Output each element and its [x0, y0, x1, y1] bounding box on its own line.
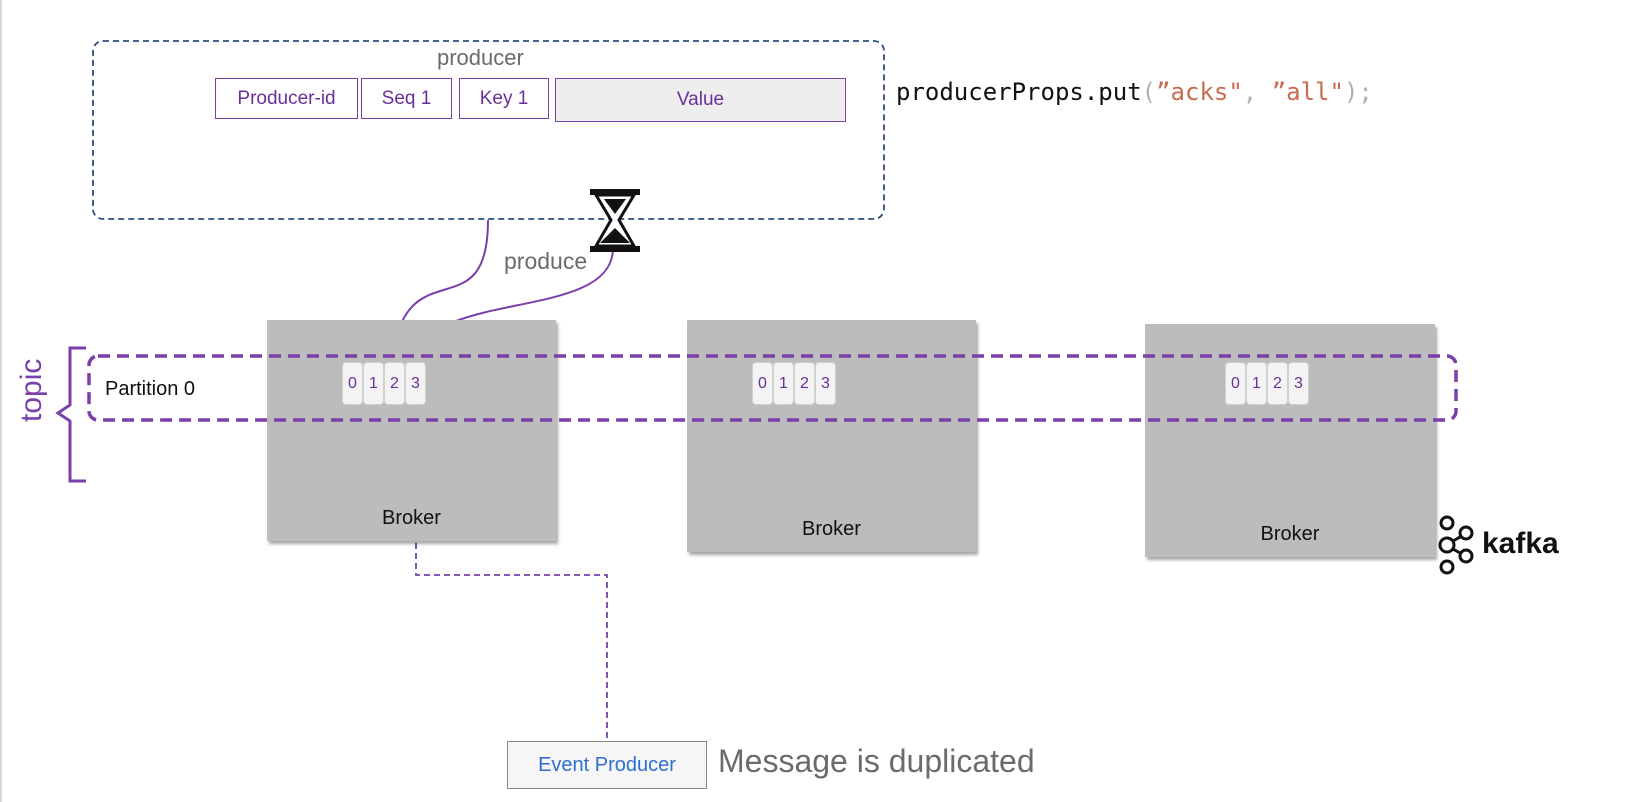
duplicate-status-text: Message is duplicated [718, 743, 1035, 779]
broker-label: Broker [802, 518, 861, 540]
key-field: Key 1 [459, 78, 549, 119]
partition-label: Partition 0 [105, 378, 196, 400]
offset-cell: 1 [774, 363, 793, 404]
seq-field: Seq 1 [361, 78, 452, 119]
event-producer-arrow [409, 408, 608, 738]
topic-bracket [55, 346, 86, 483]
topic-label: topic [15, 358, 48, 422]
offset-cell: 0 [753, 363, 772, 404]
producer-container [92, 40, 885, 220]
offset-cell: 1 [1247, 363, 1266, 404]
partition-log-broker-1: 0 1 2 3 [343, 363, 427, 404]
code-object: producerProps [896, 78, 1084, 106]
code-method: .put [1083, 78, 1142, 106]
offset-cell: 2 [795, 363, 814, 404]
kafka-logo-icon [1438, 515, 1474, 575]
hourglass-icon [590, 189, 640, 252]
partition-log-broker-2: 0 1 2 3 [753, 363, 837, 404]
producer-id-field: Producer-id [215, 78, 358, 119]
partition-band [87, 354, 1458, 422]
code-arg-acks: ”acks" [1156, 78, 1243, 106]
broker-label: Broker [382, 507, 441, 529]
offset-cell: 2 [385, 363, 404, 404]
offset-cell: 3 [816, 363, 835, 404]
code-comma: , [1242, 78, 1272, 106]
produce-label: produce [504, 248, 588, 274]
partition-log-broker-3: 0 1 2 3 [1226, 363, 1310, 404]
kafka-logo-text: kafka [1482, 527, 1559, 560]
producer-title: producer [437, 45, 524, 70]
left-edge-rule [0, 0, 2, 802]
value-field: Value [555, 78, 846, 122]
code-close: ); [1343, 78, 1373, 106]
offset-cell: 3 [406, 363, 425, 404]
broker-3: Broker [1145, 324, 1435, 557]
offset-cell: 0 [343, 363, 362, 404]
code-arg-all: ”all" [1271, 78, 1344, 106]
broker-label: Broker [1260, 523, 1320, 545]
code-open-paren: ( [1141, 78, 1157, 106]
offset-cell: 0 [1226, 363, 1245, 404]
offset-cell: 2 [1268, 363, 1287, 404]
event-producer-box: Event Producer [507, 741, 707, 789]
offset-cell: 1 [364, 363, 383, 404]
offset-cell: 3 [1289, 363, 1308, 404]
broker-2: Broker [687, 320, 976, 552]
acks-config-code: producerProps.put(”acks", ”all"); [896, 78, 1373, 106]
